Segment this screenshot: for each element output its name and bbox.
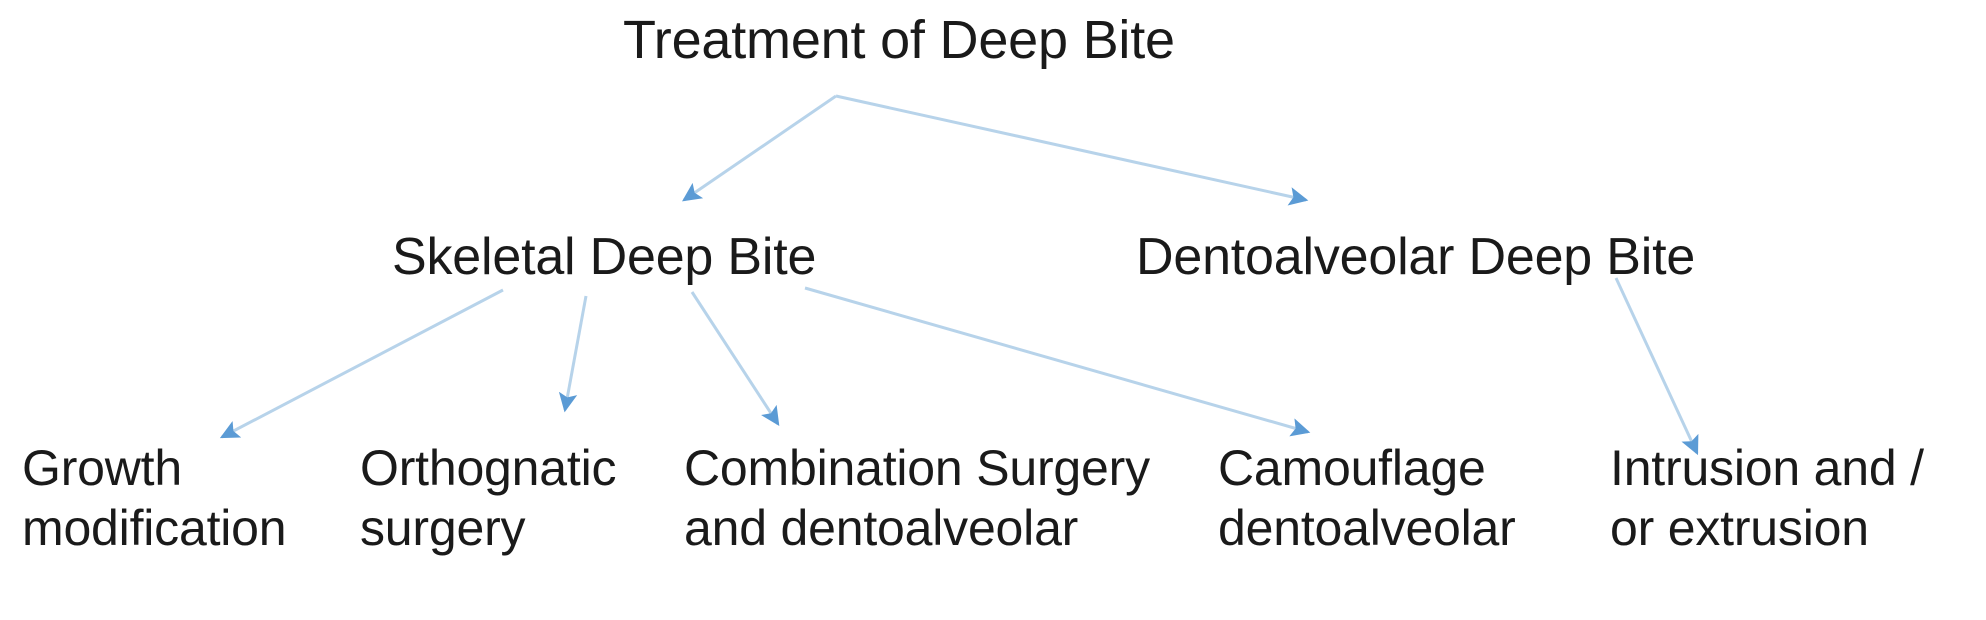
node-growth-modification: Growth modification <box>22 440 287 556</box>
edge-skeletal-to-camouflage-dentoalveolar <box>804 286 1311 437</box>
edge-skeletal-to-orthognatic-surgery <box>558 295 588 413</box>
node-camouflage-dentoalveolar: Camouflage dentoalveolar <box>1218 440 1516 556</box>
edge-root-to-skeletal <box>682 94 837 202</box>
node-treatment-of-deep-bite: Treatment of Deep Bite <box>623 10 1175 70</box>
edge-skeletal-to-combination-surgery <box>690 291 780 427</box>
edge-root-to-dentoalveolar <box>835 94 1309 206</box>
node-orthognatic-surgery: Orthognatic surgery <box>360 440 617 556</box>
edge-skeletal-to-growth-modification <box>219 288 504 439</box>
node-skeletal-deep-bite: Skeletal Deep Bite <box>392 228 817 286</box>
node-intrusion-and-or-extrusion: Intrusion and / or extrusion <box>1610 440 1924 556</box>
node-combination-surgery-and-dentoalveolar: Combination Surgery and dentoalveolar <box>684 440 1150 556</box>
edge-dentoalveolar-to-intrusion-or-extrusion <box>1614 277 1699 456</box>
node-dentoalveolar-deep-bite: Dentoalveolar Deep Bite <box>1136 228 1696 286</box>
